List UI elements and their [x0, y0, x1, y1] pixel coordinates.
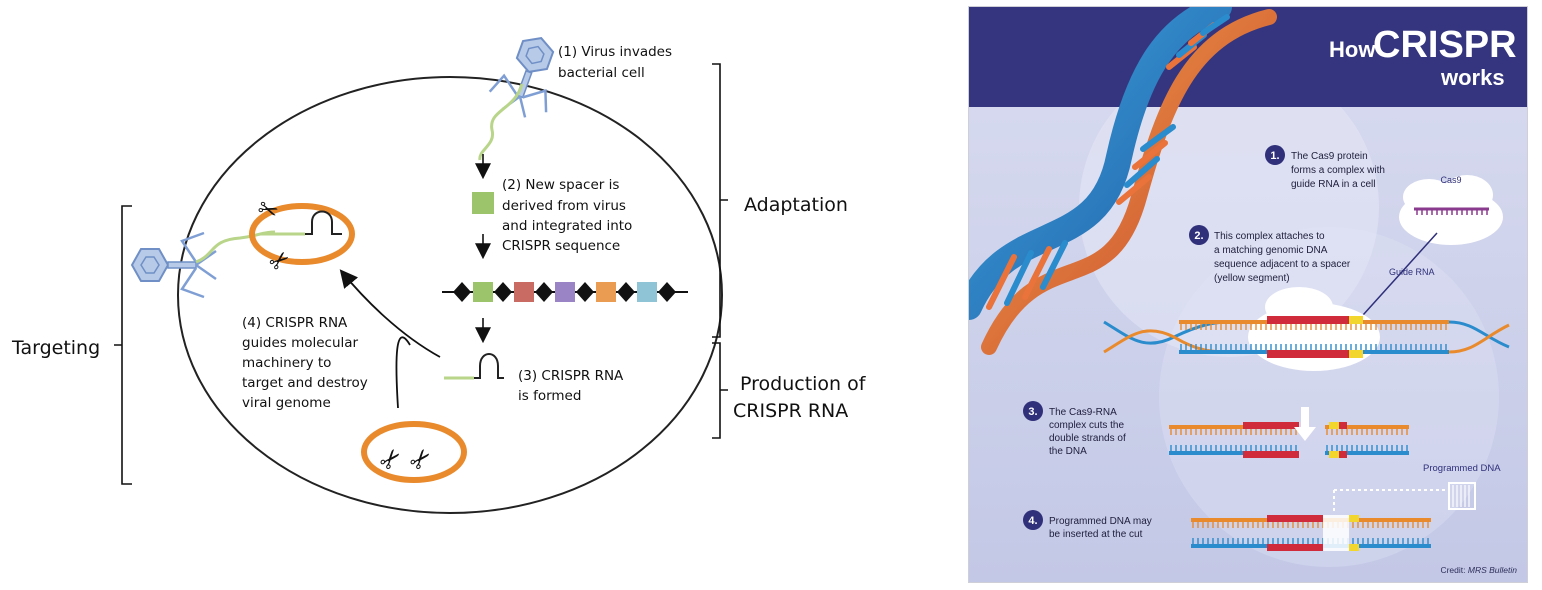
spacer-segment — [1329, 422, 1339, 429]
edited-dna-strand — [1191, 515, 1431, 551]
repeat-diamond — [453, 282, 471, 302]
svg-text:✂: ✂ — [264, 244, 297, 278]
viral-dna-strand — [478, 83, 524, 161]
helix-rung — [1124, 156, 1160, 188]
spacer-square — [473, 282, 493, 302]
virus-icon — [488, 37, 555, 118]
step2-label: (2) New spacer is derived from virus and… — [502, 177, 637, 254]
target-segment — [1339, 422, 1347, 429]
helix-rung — [1166, 44, 1197, 70]
spacer-square — [555, 282, 575, 302]
repeat-diamond — [535, 282, 553, 302]
title-how: How — [1329, 37, 1376, 62]
helix-rung — [1022, 246, 1052, 300]
curved-arrow — [339, 269, 441, 358]
credit-text: Credit: MRS Bulletin — [1440, 565, 1517, 575]
spacer-square — [514, 282, 534, 302]
spacer-segment — [1329, 451, 1339, 458]
cas-complex — [361, 421, 467, 483]
bacterial-cell — [177, 76, 723, 514]
step3-text: The Cas9-RNA complex cuts the double str… — [1049, 407, 1129, 457]
dna-helix-illustration — [969, 7, 1277, 355]
adaptation-label: Adaptation — [744, 194, 848, 216]
svg-text:1.: 1. — [1270, 150, 1279, 162]
step3-label: (3) CRISPR RNA is formed — [518, 368, 628, 404]
helix-rung — [1132, 140, 1168, 170]
target-segment — [1243, 422, 1299, 429]
step4-number-badge: 4. — [1023, 510, 1043, 530]
adaptation-bracket — [712, 63, 728, 338]
step1-text: The Cas9 protein forms a complex with gu… — [1291, 151, 1388, 190]
attacking-virus-icon — [130, 231, 217, 299]
helix-rung — [1004, 250, 1034, 306]
spacer-segment — [1349, 515, 1359, 522]
crispr-rna — [444, 353, 504, 380]
target-segment — [1339, 451, 1347, 458]
repeat-diamond — [617, 282, 635, 302]
bacterial-defense-diagram: ✂ ✂ ✂ ✂ (1) Virus invades bacterial cell… — [11, 37, 872, 514]
target-segment — [1267, 544, 1323, 551]
title-crispr: CRISPR — [1373, 24, 1517, 66]
production-label: Production of CRISPR RNA — [733, 373, 872, 422]
step4-text: Programmed DNA may be inserted at the cu… — [1049, 516, 1155, 540]
guide-rna-label: Guide RNA — [1389, 267, 1435, 277]
target-segment — [1243, 451, 1299, 458]
spacer-square — [637, 282, 657, 302]
spacer-segment — [1349, 316, 1363, 324]
step2-text: This complex attaches to a matching geno… — [1214, 231, 1353, 284]
svg-text:✂: ✂ — [402, 441, 439, 477]
step1-number-badge: 1. — [1265, 145, 1285, 165]
how-crispr-works-infographic: How CRISPR works Cas9 Guide RNA — [968, 6, 1528, 583]
target-segment — [1267, 515, 1323, 522]
target-segment — [1267, 316, 1349, 324]
guide-rna-arrow — [1353, 232, 1438, 326]
crispr-sequence — [442, 282, 688, 302]
step1-label: (1) Virus invades bacterial cell — [558, 44, 676, 81]
step4-label: (4) CRISPR RNA guides molecular machiner… — [242, 315, 372, 411]
target-segment — [1267, 350, 1349, 358]
cut-dna-strand — [1169, 407, 1409, 458]
infographic-svg: How CRISPR works Cas9 Guide RNA — [969, 7, 1527, 582]
repeat-diamond — [658, 282, 676, 302]
cas9-complex-cloud — [1399, 175, 1503, 245]
svg-text:2.: 2. — [1194, 230, 1203, 242]
helix-rung — [1200, 14, 1230, 36]
title-works: works — [1440, 65, 1505, 90]
step2-number-badge: 2. — [1189, 225, 1209, 245]
targeting-complex — [249, 203, 355, 265]
helix-rung — [986, 254, 1017, 310]
spacer-segment — [1349, 544, 1359, 551]
spacer-square — [596, 282, 616, 302]
left-diagram-svg: ✂ ✂ ✂ ✂ (1) Virus invades bacterial cell… — [11, 37, 872, 514]
helix-rung — [1040, 240, 1068, 290]
production-bracket — [712, 342, 728, 439]
svg-text:4.: 4. — [1028, 515, 1037, 527]
genomic-dna-strand — [1103, 316, 1510, 358]
helix-rung — [1116, 174, 1152, 205]
programmed-dna-fragment — [1333, 482, 1476, 512]
new-spacer — [472, 192, 494, 214]
rna-complex-bridge — [1267, 331, 1363, 343]
targeting-label: Targeting — [11, 337, 100, 359]
cas9-label: Cas9 — [1440, 175, 1461, 185]
step3-number-badge: 3. — [1023, 401, 1043, 421]
helix-rung — [1140, 124, 1176, 152]
targeting-bracket — [114, 205, 132, 485]
programmed-dna-label: Programmed DNA — [1423, 463, 1501, 474]
spacer-segment — [1349, 350, 1363, 358]
svg-text:3.: 3. — [1028, 406, 1037, 418]
curved-arrow — [395, 336, 411, 409]
repeat-diamond — [494, 282, 512, 302]
repeat-diamond — [576, 282, 594, 302]
inserted-programmed-dna — [1323, 515, 1349, 551]
